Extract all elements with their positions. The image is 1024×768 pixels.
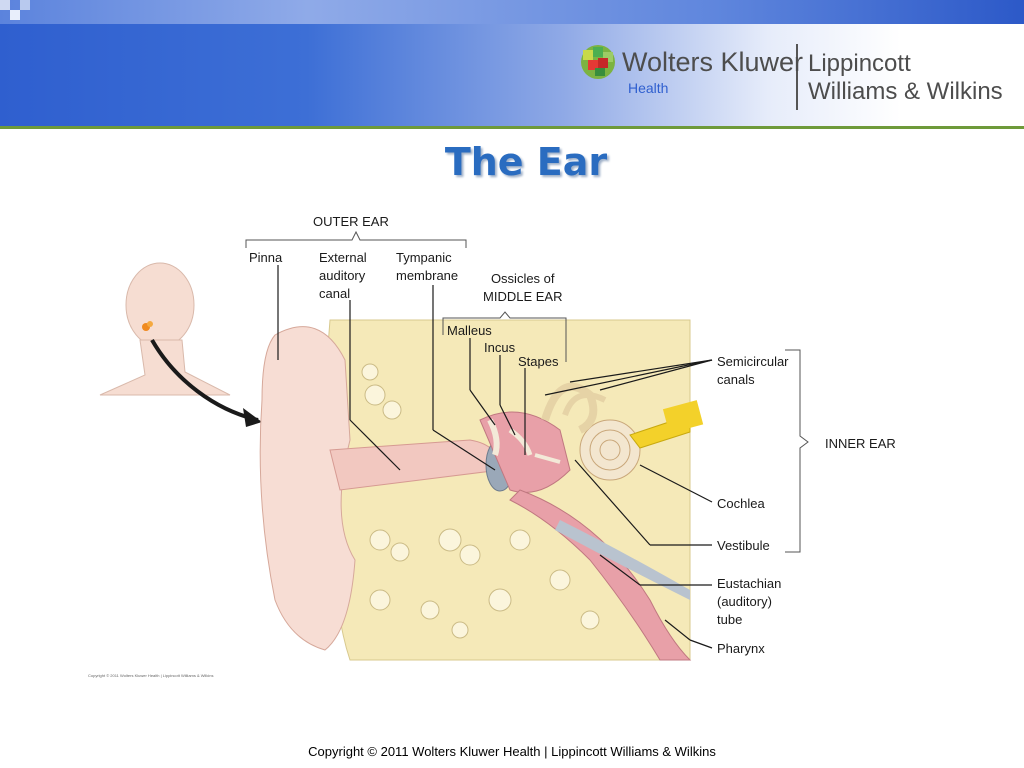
label-tympanic-membrane: Tympanic membrane [396,250,459,283]
partner-line-1: Lippincott [808,50,911,77]
label-eustachian-tube: Eustachian (auditory) tube [717,576,782,627]
decor-square [20,0,30,10]
label-pinna: Pinna [249,250,283,265]
header-top-band [0,0,1024,24]
label-incus: Incus [484,340,516,355]
label-semicircular-canals: Semicircular canals [717,354,789,387]
inner-ear-bracket [785,349,809,553]
label-outer-ear: OUTER EAR [313,214,389,229]
pointer-arrow [150,339,259,422]
leader-lines [277,265,713,649]
outer-ear-bracket [245,230,467,248]
label-external-auditory-canal: External auditory canal [319,250,367,301]
decor-square [10,10,20,20]
label-inner-ear: INNER EAR [825,436,896,451]
ossicles-bracket [442,311,567,362]
label-vestibule: Vestibule [717,538,770,553]
label-malleus: Malleus [447,323,492,338]
header-rule [0,126,1024,129]
figure-credit: Copyright © 2011 Wolters Kluwer Health |… [88,673,214,678]
head-figure [99,262,231,396]
footer-copyright: Copyright © 2011 Wolters Kluwer Health |… [308,744,716,759]
label-cochlea: Cochlea [717,496,765,511]
decor-square [0,0,10,10]
label-stapes: Stapes [518,354,559,369]
wolters-kluwer-logo-icon [581,44,798,110]
cochlea-shape [579,419,641,481]
partner-line-2: Williams & Wilkins [808,78,1003,105]
brand-secondary: Health [628,80,669,96]
pinna-shape [259,326,356,651]
brand-primary: Wolters Kluwer [622,47,804,77]
label-pharynx: Pharynx [717,641,765,656]
slide-title: The Ear [444,140,608,184]
label-ossicles: Ossicles of MIDDLE EAR [483,271,563,304]
